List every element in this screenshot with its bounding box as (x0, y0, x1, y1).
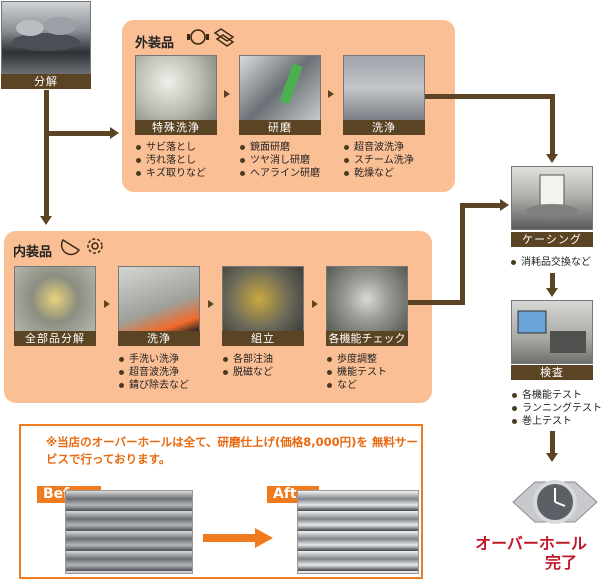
movement-icon (60, 238, 81, 256)
connector-line (550, 94, 555, 154)
interior-step-label: 各機能チェック (326, 331, 408, 346)
connector-line (425, 94, 555, 99)
bullet-item: 汚れ落とし (135, 154, 206, 167)
movement-icon (12, 17, 80, 51)
arrow-down-icon (546, 154, 558, 163)
finished-watch-image (512, 480, 598, 524)
connector-line (550, 431, 555, 453)
polish-note-box: ※当店のオーバーホールは全て、研磨仕上げ(価格8,000円)を 無料サービスで行… (19, 424, 423, 579)
arrow-right-icon (224, 90, 230, 98)
arrow-right-icon (203, 528, 273, 548)
arrow-right-icon (500, 199, 509, 211)
bullet-item: キズ取りなど (135, 167, 206, 180)
bullet-item: 錆び除去など (118, 379, 189, 392)
bullet-item: 手洗い洗浄 (118, 353, 189, 366)
interior-step-label: 全部品分解 (14, 331, 96, 346)
exterior-title: 外装品 (135, 36, 175, 51)
exterior-step-bullets: サビ落とし 汚れ落とし キズ取りなど (135, 141, 206, 180)
assembly-photo (222, 266, 304, 332)
connector-line (550, 273, 555, 288)
before-photo (65, 490, 193, 574)
after-photo (297, 490, 419, 574)
connector-line (408, 300, 464, 305)
bullet-item: 各部注油 (222, 353, 273, 366)
complete-line1: オーバーホール (475, 534, 587, 553)
special-cleaning-photo (135, 55, 217, 121)
bullet-item: 脱磁など (222, 366, 273, 379)
casing-photo (511, 166, 593, 230)
arrow-right-icon (110, 127, 119, 139)
bullet-item: ツヤ消し研磨 (239, 154, 320, 167)
casing-bullets: 消耗品交換など (510, 256, 591, 269)
polishing-photo (239, 55, 321, 121)
bullet-item: など (326, 379, 387, 392)
arrow-down-icon (40, 216, 52, 225)
bullet-item: 各機能テスト (511, 389, 602, 402)
arrow-right-icon (312, 300, 318, 308)
complete-label: オーバーホール 完了 (452, 534, 610, 572)
exterior-step-label: 特殊洗浄 (135, 120, 217, 135)
bullet-item: 超音波洗浄 (118, 366, 189, 379)
interior-step-label: 組立 (222, 331, 304, 346)
inspection-photo (511, 300, 593, 364)
disassembly-label: 分解 (1, 74, 91, 89)
note-text: ※当店のオーバーホールは全て、研磨仕上げ(価格8,000円)を 無料サービスで行… (46, 435, 418, 466)
bullet-item: 消耗品交換など (510, 256, 591, 269)
bullet-item: スチーム洗浄 (343, 154, 414, 167)
arrow-down-icon (546, 453, 558, 462)
interior-step-bullets: 歩度調整 機能テスト など (326, 353, 387, 392)
connector-line (44, 90, 49, 216)
connector-line (460, 203, 465, 305)
bullet-item: 乾燥など (343, 167, 414, 180)
movement-wash-photo (118, 266, 200, 332)
function-check-photo (326, 266, 408, 332)
interior-step-bullets: 手洗い洗浄 超音波洗浄 錆び除去など (118, 353, 189, 392)
bullet-item: サビ落とし (135, 141, 206, 154)
interior-title: 内装品 (13, 245, 53, 260)
watch-band-icon (213, 28, 235, 47)
exterior-step-label: 研磨 (239, 120, 321, 135)
interior-step-bullets: 各部注油 脱磁など (222, 353, 273, 379)
bullet-item: ヘアライン研磨 (239, 167, 320, 180)
bullet-item: 鏡面研磨 (239, 141, 320, 154)
casing-label: ケーシング (511, 232, 593, 247)
full-disassembly-photo (14, 266, 96, 332)
watch-case-icon (187, 29, 209, 45)
arrow-right-icon (328, 90, 334, 98)
interior-step-label: 洗浄 (118, 331, 200, 346)
complete-line2: 完了 (544, 553, 577, 572)
connector-line (44, 131, 110, 136)
bullet-item: 歩度調整 (326, 353, 387, 366)
bullet-item: 超音波洗浄 (343, 141, 414, 154)
disassembly-photo (1, 1, 91, 75)
exterior-step-bullets: 超音波洗浄 スチーム洗浄 乾燥など (343, 141, 414, 180)
arrow-down-icon (546, 288, 558, 297)
inspection-label: 検査 (511, 365, 593, 380)
exterior-step-label: 洗浄 (343, 120, 425, 135)
bullet-item: 機能テスト (326, 366, 387, 379)
exterior-step-bullets: 鏡面研磨 ツヤ消し研磨 ヘアライン研磨 (239, 141, 320, 180)
washing-photo (343, 55, 425, 121)
bullet-item: ランニングテスト (511, 402, 602, 415)
arrow-right-icon (104, 300, 110, 308)
inspection-bullets: 各機能テスト ランニングテスト 巻上テスト (511, 389, 602, 428)
gear-icon (87, 238, 103, 254)
arrow-right-icon (208, 300, 214, 308)
bullet-item: 巻上テスト (511, 415, 602, 428)
connector-line (460, 203, 500, 208)
